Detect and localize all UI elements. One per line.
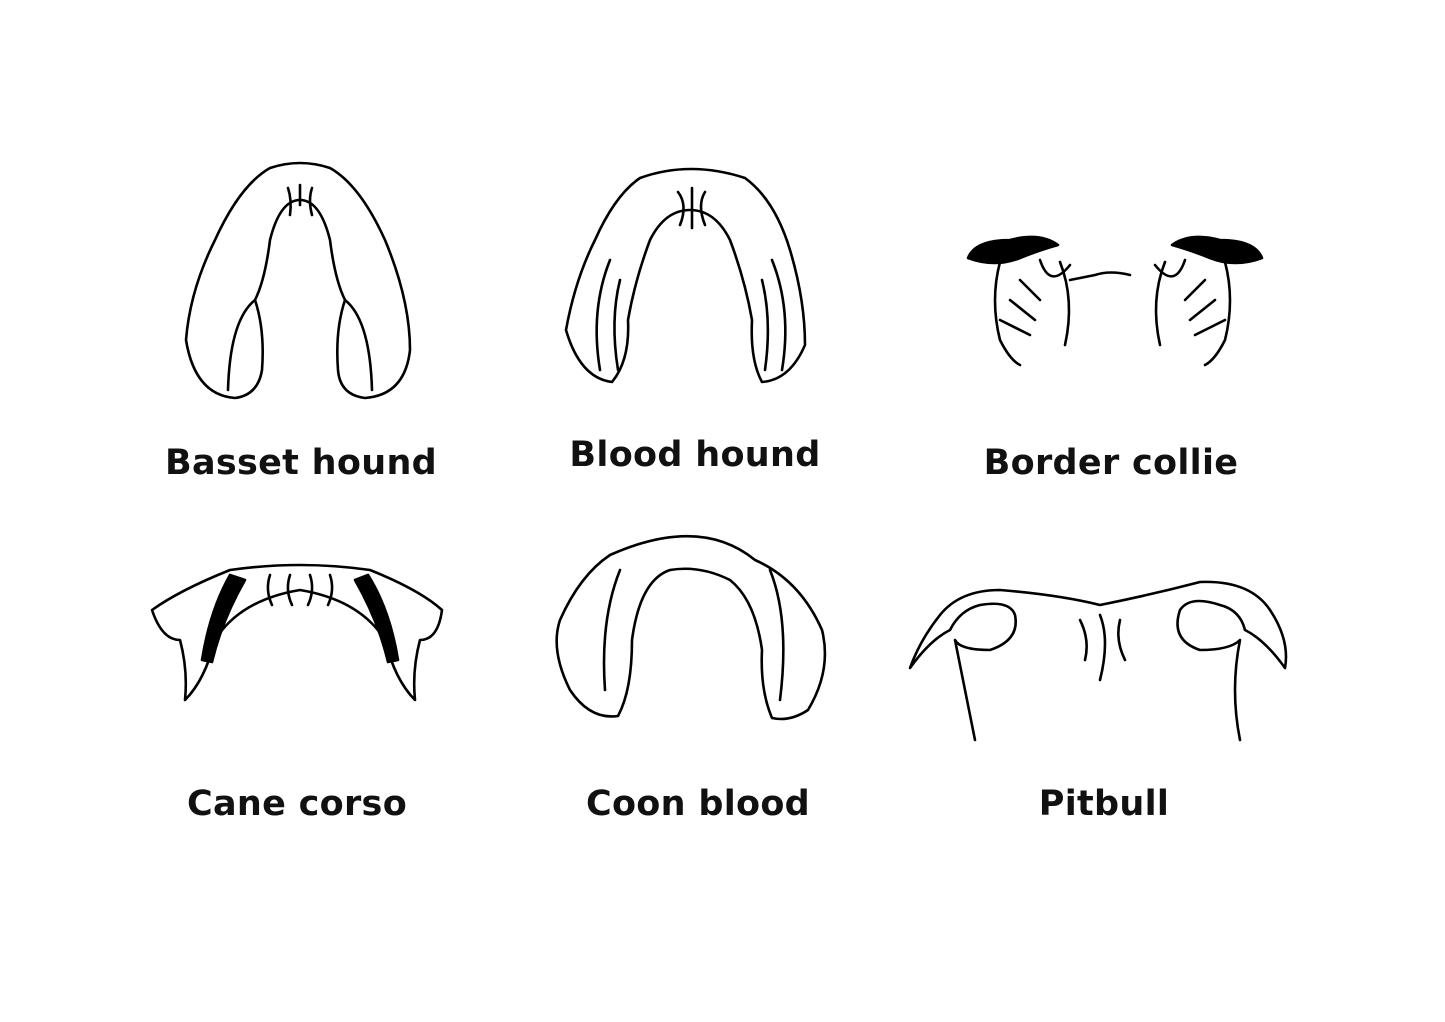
basset-hound-ears-icon [184, 161, 412, 400]
breed-label-blood-hound: Blood hound [569, 435, 821, 475]
blood-hound-ears-icon [564, 167, 807, 384]
breed-label-border-collie: Border collie [983, 443, 1239, 483]
border-collie-ears-icon [966, 235, 1264, 367]
breed-label-coon-blood: Coon blood [585, 784, 811, 824]
pitbull-ears-icon [908, 580, 1288, 742]
breed-label-basset-hound: Basset hound [164, 443, 438, 483]
cane-corso-ears-icon [150, 563, 444, 702]
coon-blood-ears-icon [555, 534, 827, 721]
breed-label-cane-corso: Cane corso [186, 784, 408, 824]
breed-label-pitbull: Pitbull [1038, 784, 1170, 824]
